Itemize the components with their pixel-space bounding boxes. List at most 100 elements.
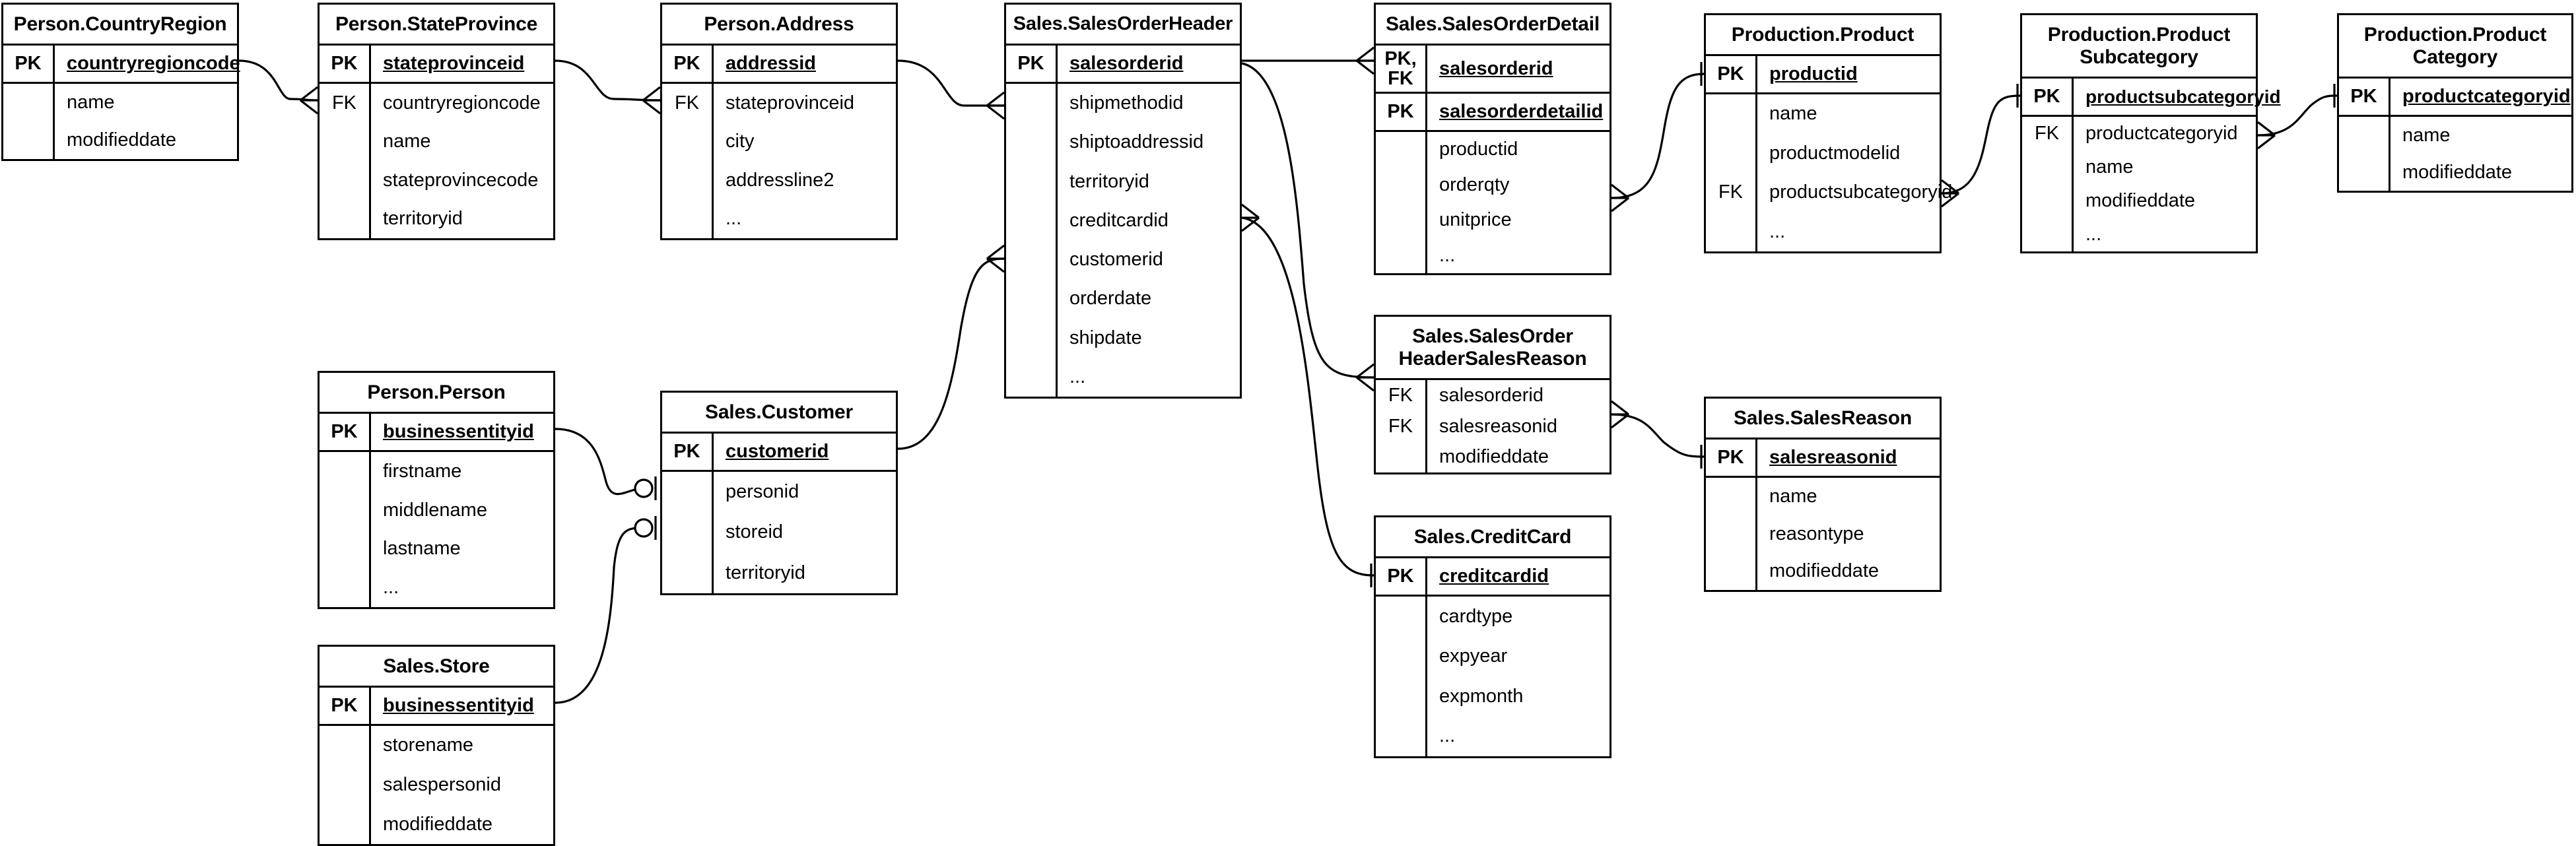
key-row[interactable]: PK addressid: [662, 46, 896, 84]
entity-title: Person.StateProvince: [320, 5, 553, 46]
key-row[interactable]: PK businessentityid: [320, 688, 553, 726]
key-row[interactable]: PK customerid: [662, 434, 896, 472]
attribute-name: modifieddate: [2402, 161, 2513, 183]
entity-sales-store[interactable]: Sales.Store PK businessentityid storenam…: [318, 645, 555, 846]
key-row[interactable]: PK salesorderid: [1006, 46, 1240, 84]
key-badge-empty: [3, 84, 55, 159]
entity-body: PK countryregioncode name modifieddate: [3, 46, 240, 159]
attribute-name: unitprice: [1439, 209, 1512, 231]
attribute-name: customerid: [726, 441, 829, 462]
key-badge-empty: [1706, 134, 1755, 174]
edge-product-productsubcategory: [1941, 94, 2021, 195]
attribute-name: ...: [1069, 366, 1086, 387]
attribute-name: addressline2: [726, 169, 834, 191]
fk-column: FK: [662, 84, 714, 238]
key-badge-empty: [320, 200, 369, 239]
entity-body: PK salesreasonid name reasontype modifie…: [1706, 439, 1940, 590]
key-row[interactable]: PK creditcardid: [1376, 558, 1610, 597]
entity-title: Sales.SalesOrderHeader: [1006, 5, 1240, 46]
entity-sales-salesorderheadersalesreason[interactable]: Sales.SalesOrder HeaderSalesReason FK FK…: [1374, 315, 1611, 474]
entity-body: PK salesorderid shipmethodid shiptoaddre…: [1006, 46, 1240, 397]
attribute-group: shipmethodid shiptoaddressid territoryid…: [1006, 84, 1240, 397]
entity-person-person[interactable]: Person.Person PK businessentityid firstn…: [318, 371, 555, 609]
key-row[interactable]: PK businessentityid: [320, 414, 553, 452]
key-badge: PK: [662, 46, 714, 82]
entity-sales-creditcard[interactable]: Sales.CreditCard PK creditcardid cardtyp…: [1374, 515, 1611, 758]
key-row[interactable]: PK stateprovinceid: [320, 46, 553, 84]
key-badge-empty: [320, 726, 371, 844]
edge-address-salesorderheader: [897, 59, 1004, 107]
attribute-name: name: [67, 92, 115, 113]
attribute-name: territoryid: [383, 208, 463, 230]
attribute-name: addressid: [726, 53, 816, 74]
entity-title: Sales.SalesOrder HeaderSalesReason: [1376, 317, 1610, 380]
key-badge: PK: [2022, 79, 2074, 115]
entity-person-stateprovince[interactable]: Person.StateProvince PK stateprovinceid …: [318, 3, 555, 240]
attribute-name: cardtype: [1439, 605, 1513, 627]
attribute-name: modifieddate: [1439, 446, 1549, 468]
entity-production-productsubcategory[interactable]: Production.Product Subcategory PK produc…: [2020, 13, 2281, 253]
entity-body: PK stateprovinceid FK countryregioncode …: [320, 46, 553, 238]
key-badge: PK: [320, 688, 371, 724]
attribute-group: name modifieddate: [3, 84, 237, 159]
key-badge: PK: [2339, 79, 2390, 115]
attribute-name: salesorderid: [1069, 53, 1184, 74]
entity-title: Sales.Store: [320, 647, 553, 688]
attribute-name: productmodelid: [1769, 142, 1901, 164]
key-row[interactable]: PK salesreasonid: [1706, 439, 1940, 478]
attribute-name: salesorderid: [1439, 57, 1553, 79]
edge-salesorderdetail-product: [1611, 73, 1705, 199]
attribute-name: ...: [1439, 725, 1456, 747]
entity-production-productcategory[interactable]: Production.Product Category PK productca…: [2337, 13, 2573, 193]
entity-production-product[interactable]: Production.Product PK productid FK name …: [1704, 13, 1952, 253]
key-badge-empty: [320, 123, 369, 162]
fk-column: FK FK: [1376, 380, 1427, 472]
entity-body: PK businessentityid firstname middlename…: [320, 414, 553, 607]
key-badge: PK: [320, 46, 371, 82]
entity-person-countryregion[interactable]: Person.CountryRegion PK countryregioncod…: [1, 3, 240, 161]
key-badge-empty: [2022, 150, 2072, 184]
entity-title: Sales.CreditCard: [1376, 517, 1610, 558]
key-badge-empty: [2022, 218, 2072, 251]
edge-countryregion-stateprovince: [238, 59, 318, 102]
key-badge-empty: [1376, 441, 1425, 472]
attribute-name: creditcardid: [1069, 209, 1169, 231]
attribute-name: expyear: [1439, 645, 1508, 667]
attribute-name: modifieddate: [67, 129, 177, 150]
key-badge: PK: [1706, 56, 1757, 92]
key-row[interactable]: PK productsubcategoryid: [2022, 79, 2281, 117]
attribute-name: name: [1769, 103, 1817, 125]
attribute-name: salespersonid: [383, 774, 501, 795]
attribute-name: countryregioncode: [67, 53, 240, 74]
entity-title: Sales.Customer: [662, 393, 896, 434]
entity-sales-customer[interactable]: Sales.Customer PK customerid personid st…: [660, 391, 898, 595]
entity-person-address[interactable]: Person.Address PK addressid FK stateprov…: [660, 3, 898, 240]
key-row[interactable]: PK, FK salesorderid: [1376, 46, 1610, 94]
attribute-name: salesorderid: [1439, 384, 1543, 406]
attribute-name: storeid: [726, 521, 784, 543]
attribute-name: orderdate: [1069, 288, 1152, 309]
entity-title: Person.Person: [320, 373, 553, 414]
entity-sales-salesreason[interactable]: Sales.SalesReason PK salesreasonid name …: [1704, 397, 1942, 592]
edge-person-customer: [555, 428, 644, 496]
key-badge: PK: [1706, 439, 1757, 476]
attribute-name: ...: [2085, 224, 2102, 245]
key-badge-empty: [662, 123, 712, 162]
edge-soh-creditcard: [1241, 216, 1374, 577]
attribute-name: productsubcategoryid: [2085, 86, 2281, 107]
entity-body: PK addressid FK stateprovinceid city add…: [662, 46, 896, 238]
entity-title: Production.Product Category: [2339, 15, 2571, 79]
key-row[interactable]: PK productcategoryid: [2339, 79, 2571, 117]
entity-sales-salesorderdetail[interactable]: Sales.SalesOrderDetail PK, FK salesorder…: [1374, 3, 1611, 275]
attribute-name: expmonth: [1439, 685, 1524, 707]
key-badge-empty: [1706, 94, 1755, 134]
key-badge: PK: [1376, 558, 1427, 595]
key-row[interactable]: PK salesorderdetailid: [1376, 94, 1610, 132]
attribute-name: ...: [1439, 244, 1456, 266]
attribute-name: shiptoaddressid: [1069, 131, 1204, 153]
attribute-name: productcategoryid: [2085, 123, 2238, 144]
key-row[interactable]: PK countryregioncode: [3, 46, 240, 84]
key-row[interactable]: PK productid: [1706, 56, 1940, 94]
entity-sales-salesorderheader[interactable]: Sales.SalesOrderHeader PK salesorderid s…: [1004, 3, 1242, 399]
attribute-name: businessentityid: [383, 421, 534, 442]
